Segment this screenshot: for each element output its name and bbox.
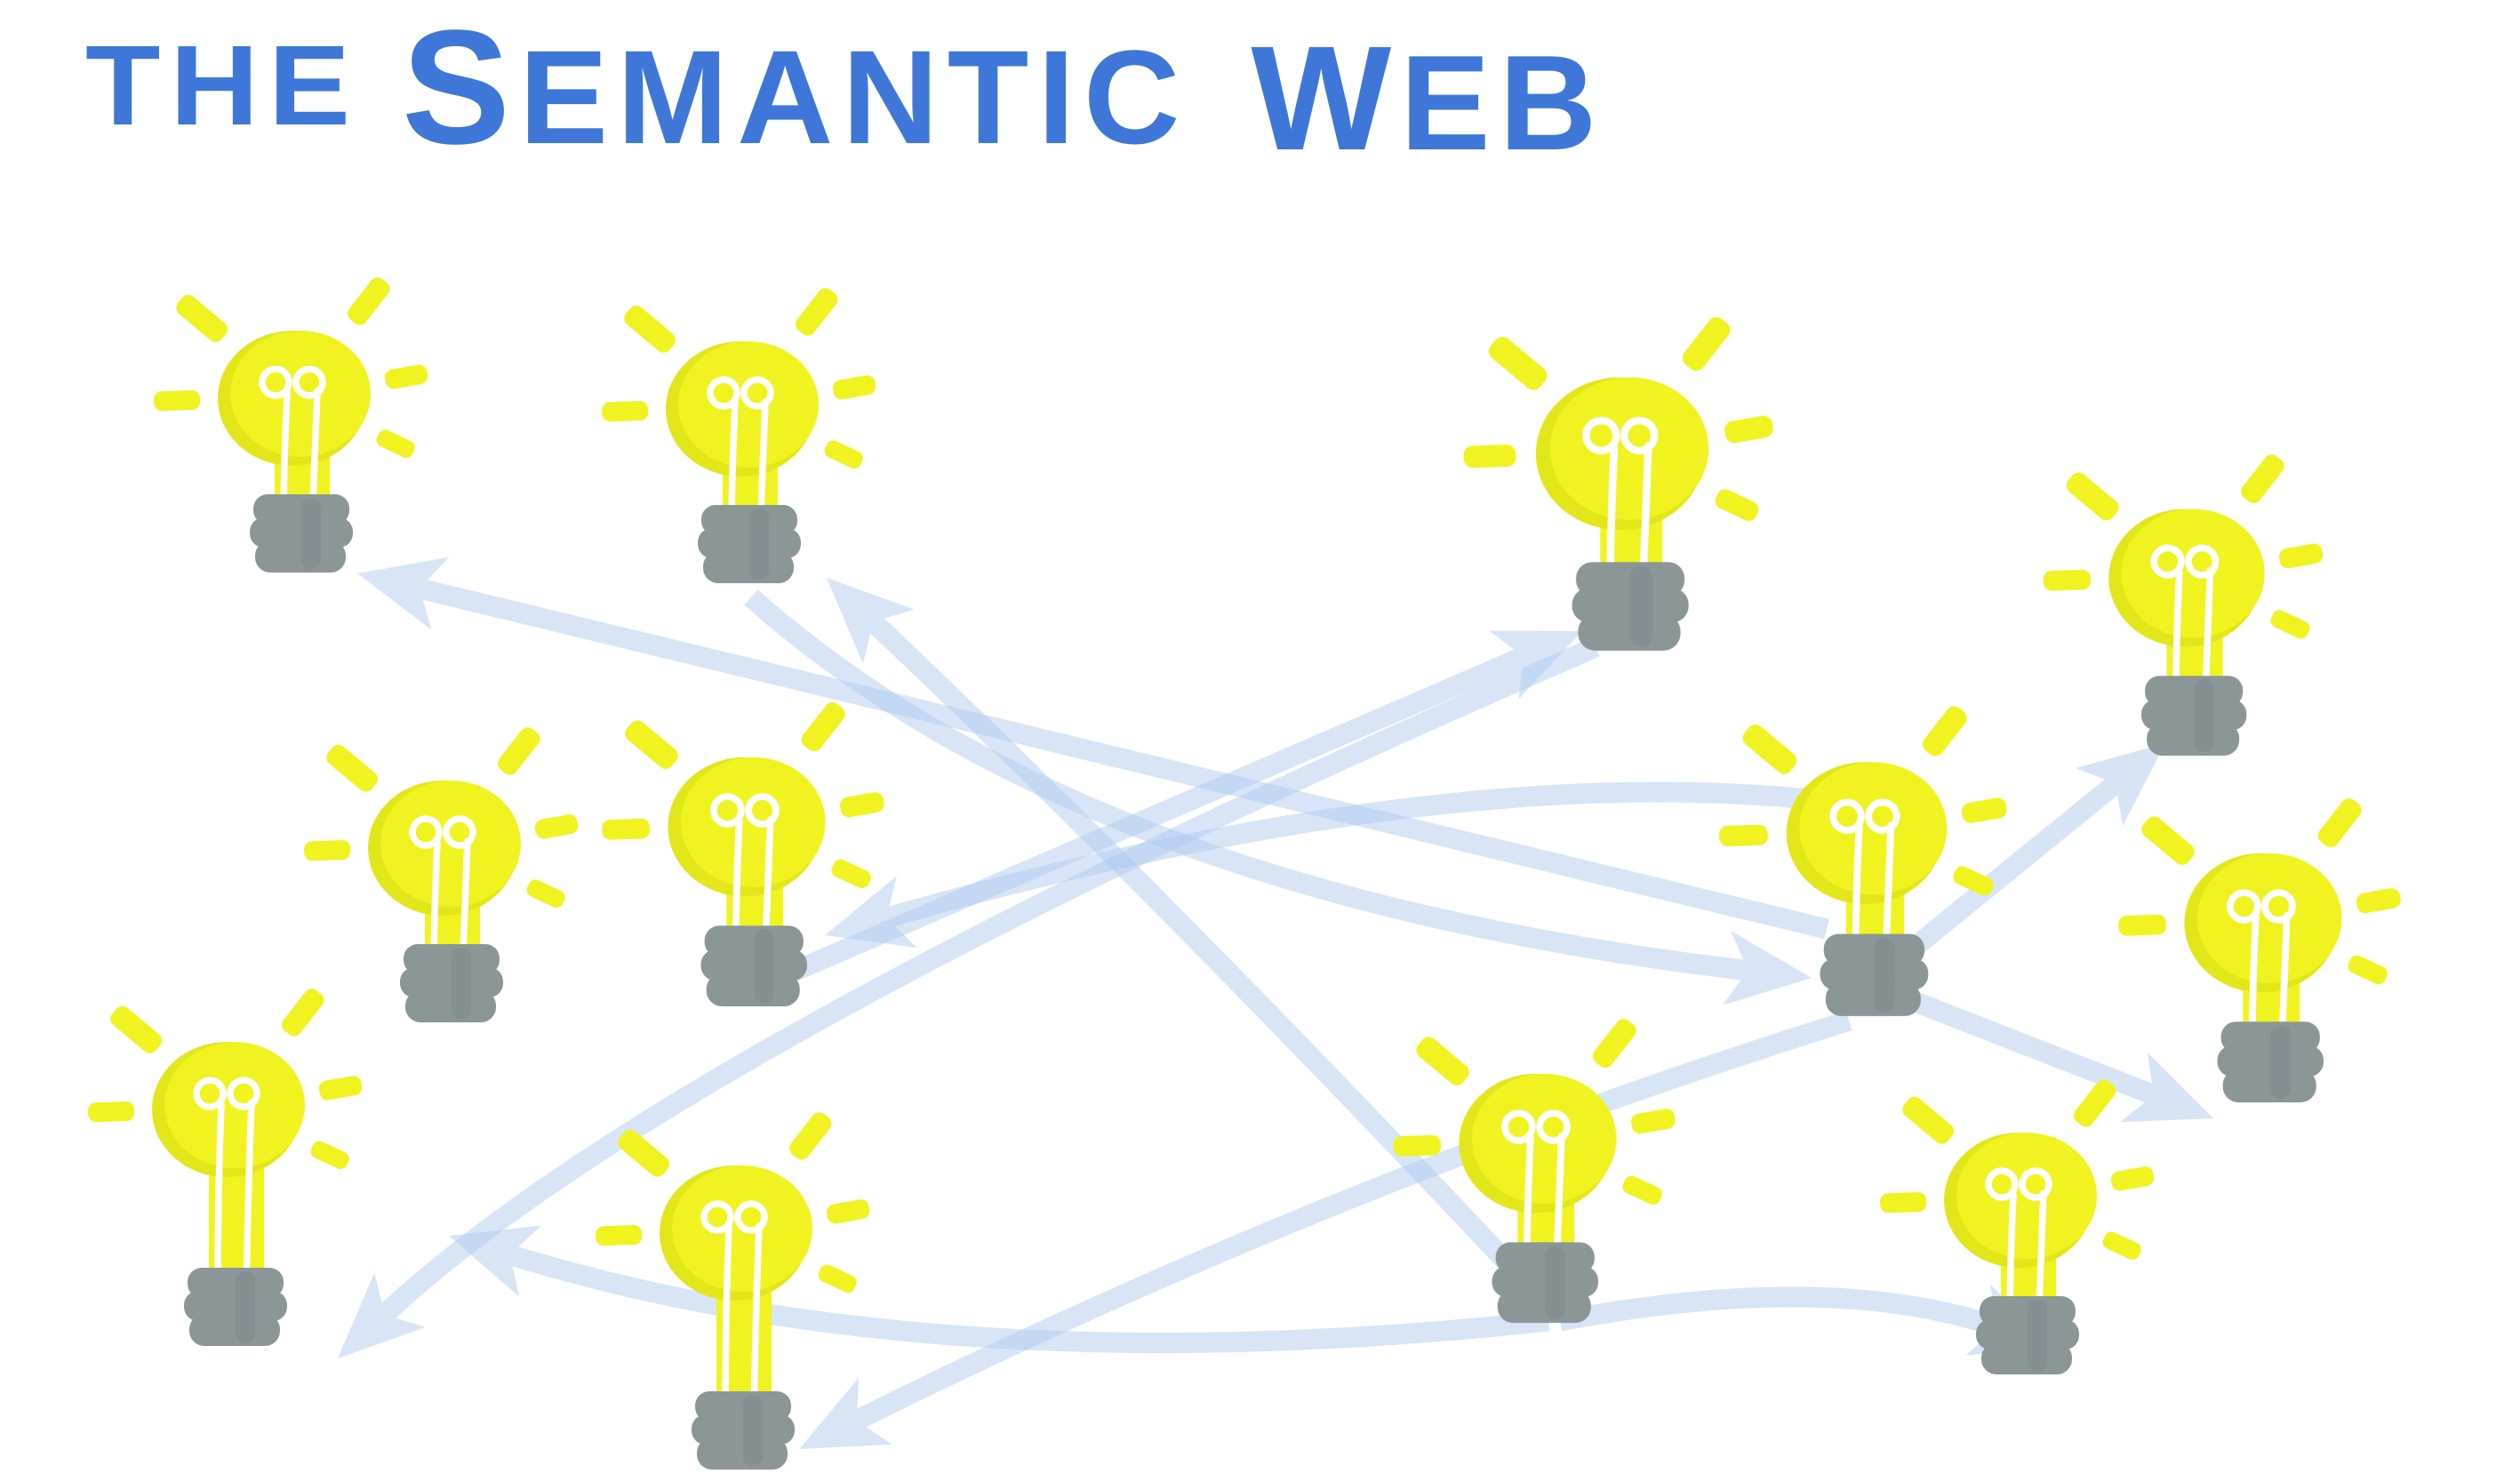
lightbulb-icon-D <box>2044 452 2324 756</box>
arrow-shaft <box>880 781 1820 929</box>
arrowhead-icon <box>1722 931 1812 1005</box>
lightbulb-icon-C <box>1463 314 1774 651</box>
arrow-I-D <box>1911 743 2165 952</box>
arrow-shaft <box>503 1244 1550 1353</box>
arrow-K-E <box>449 1225 1550 1353</box>
lightbulb-icon-E <box>304 725 580 1022</box>
arrow-shaft <box>863 612 1519 1274</box>
arrow-layer <box>338 557 2213 1449</box>
arrow-shaft <box>374 637 1600 1325</box>
arrow-shaft <box>1557 1286 2005 1338</box>
arrowhead-icon <box>338 1272 426 1358</box>
lightbulb-icon-L <box>1880 1077 2156 1374</box>
arrow-C-G <box>338 637 1600 1358</box>
arrowhead-icon <box>825 876 917 949</box>
arrowhead-icon <box>827 578 915 664</box>
arrow-shaft <box>1907 990 2161 1106</box>
arrow-shaft <box>1911 773 2125 952</box>
arrowhead-icon <box>2120 1052 2213 1123</box>
lightbulb-icon-A <box>154 275 429 573</box>
arrow-I-F <box>825 781 1820 949</box>
arrow-shaft <box>413 577 1829 940</box>
lightbulb-icon-B <box>602 285 877 583</box>
arrow-I-H <box>799 1011 1852 1449</box>
title-word-web: WEB <box>1251 15 1606 181</box>
arrow-I-A <box>357 557 1829 940</box>
title-word-the: THE <box>85 22 360 149</box>
arrowhead-icon <box>357 557 450 630</box>
arrow-shaft <box>848 1011 1852 1431</box>
arrowhead-icon <box>799 1377 892 1449</box>
lightbulb-icon-J <box>2118 795 2402 1101</box>
arrow-I-J <box>1907 990 2213 1123</box>
lightbulb-icon-G <box>88 986 364 1346</box>
page-title: THE SEMANTIC WEB <box>85 0 1605 178</box>
arrowhead-icon <box>2076 743 2165 827</box>
arrow-K-B <box>827 578 1519 1274</box>
title-word-semantic: SEMANTIC <box>402 0 1189 178</box>
